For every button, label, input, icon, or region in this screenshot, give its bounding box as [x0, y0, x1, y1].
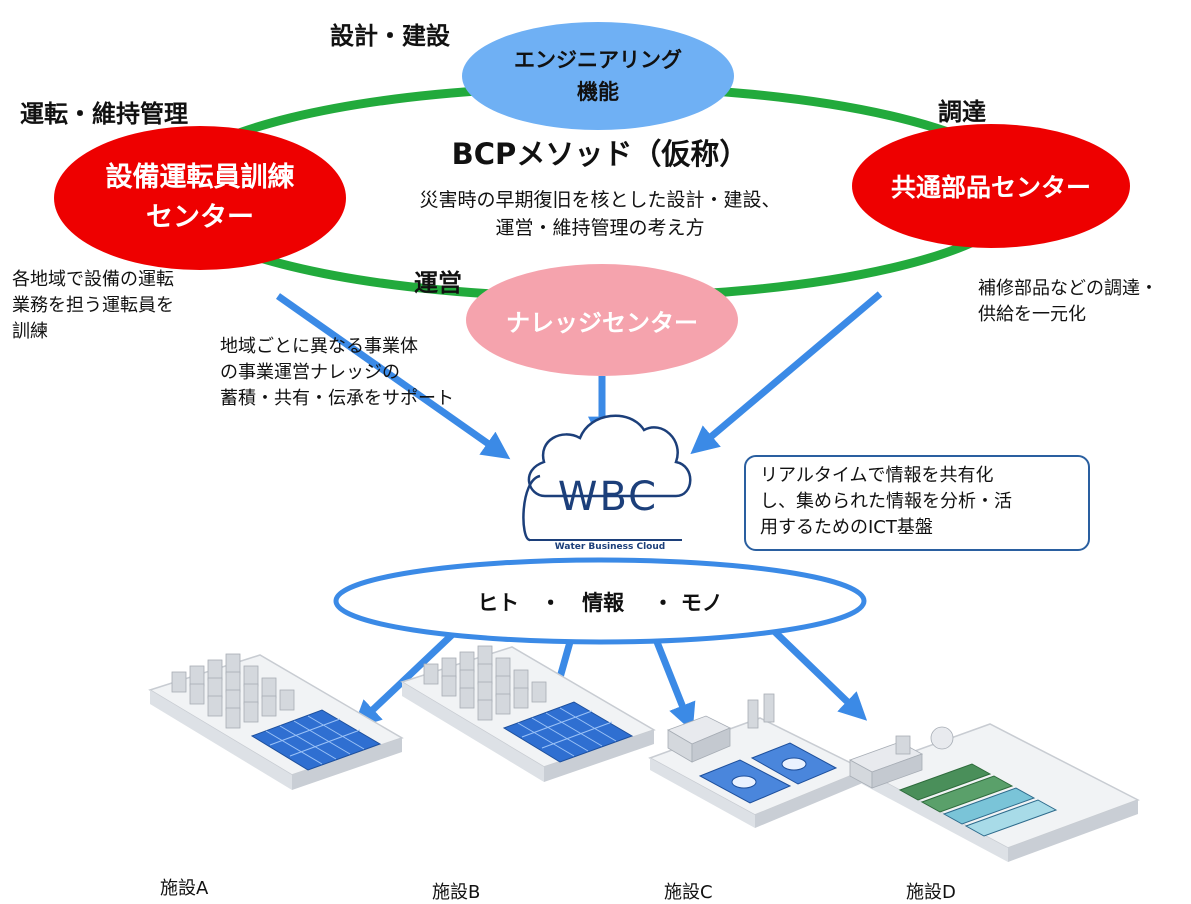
training-description: 各地域で設備の運転 業務を担う運転員を 訓練	[12, 267, 174, 345]
phase-operation-maintenance: 運転・維持管理	[20, 100, 188, 128]
phase-operation: 運営	[414, 269, 462, 297]
facility-d-icon	[849, 723, 1140, 862]
wbc-logo-subtext: Water Business Cloud	[554, 542, 666, 552]
wbc-callout-line1: リアルタイムで情報を共有化	[760, 465, 994, 486]
info-ellipse	[333, 557, 867, 645]
knowledge-desc-line2: の事業運営ナレッジの	[220, 362, 400, 383]
arrow-to-facility-c	[653, 640, 696, 732]
parts-desc-line1: 補修部品などの調達・	[978, 278, 1158, 299]
parts-center-node: 共通部品センター	[852, 124, 1130, 248]
training-desc-line3: 訓練	[12, 321, 48, 342]
center-desc-line1: 災害時の早期復旧を核とした設計・建設、	[419, 189, 781, 211]
parts-node-label: 共通部品センター	[890, 173, 1091, 202]
training-node-line2: センター	[146, 202, 254, 233]
knowledge-desc-line1: 地域ごとに異なる事業体	[220, 336, 418, 357]
training-desc-line2: 業務を担う運転員を	[12, 295, 174, 316]
facility-a-icon	[148, 653, 404, 790]
knowledge-node-label: ナレッジセンター	[506, 308, 698, 337]
facility-d-label: 施設D	[906, 882, 956, 903]
wbc-callout-line3: 用するためのICT基盤	[760, 517, 933, 538]
training-center-node: 設備運転員訓練 センター	[54, 126, 346, 270]
wbc-callout: リアルタイムで情報を共有化 し、集められた情報を分析・活 用するためのICT基盤	[744, 455, 1090, 551]
phase-design-build: 設計・建設	[330, 22, 450, 50]
engineering-node-line2: 機能	[577, 80, 619, 104]
parts-description: 補修部品などの調達・ 供給を一元化	[978, 276, 1158, 328]
wbc-logo-text: WBC	[557, 474, 659, 520]
knowledge-description: 地域ごとに異なる事業体 の事業運営ナレッジの 蓄積・共有・伝承をサポート	[220, 334, 454, 412]
arrow-to-facility-d	[772, 629, 868, 721]
arrow-training-to-cloud	[275, 293, 511, 460]
center-description: 災害時の早期復旧を核とした設計・建設、 運営・維持管理の考え方	[350, 186, 850, 242]
center-title: BCPメソッド（仮称）	[451, 137, 749, 171]
facility-b-label: 施設B	[432, 882, 481, 903]
arrow-parts-to-cloud	[690, 291, 883, 455]
engineering-node: エンジニアリング 機能	[462, 22, 734, 130]
training-node-line1: 設備運転員訓練	[105, 162, 295, 193]
phase-procurement: 調達	[938, 98, 986, 126]
knowledge-desc-line3: 蓄積・共有・伝承をサポート	[220, 388, 454, 409]
facility-c-icon	[648, 693, 867, 828]
info-label: ヒト ・ 情報 ・ モノ	[477, 591, 723, 615]
cloud-icon	[527, 414, 692, 498]
engineering-node-line1: エンジニアリング	[514, 48, 682, 72]
training-desc-line1: 各地域で設備の運転	[12, 269, 174, 290]
center-desc-line2: 運営・維持管理の考え方	[495, 217, 705, 239]
wbc-cloud-logo	[522, 414, 692, 542]
facility-a-label: 施設A	[160, 878, 209, 899]
facility-c-label: 施設C	[664, 882, 713, 903]
wbc-callout-line2: し、集められた情報を分析・活	[760, 491, 1012, 512]
facility-b-icon	[400, 645, 656, 782]
arrow-to-facility-a	[352, 629, 458, 729]
parts-desc-line2: 供給を一元化	[978, 304, 1086, 325]
knowledge-center-node: ナレッジセンター	[466, 264, 738, 376]
